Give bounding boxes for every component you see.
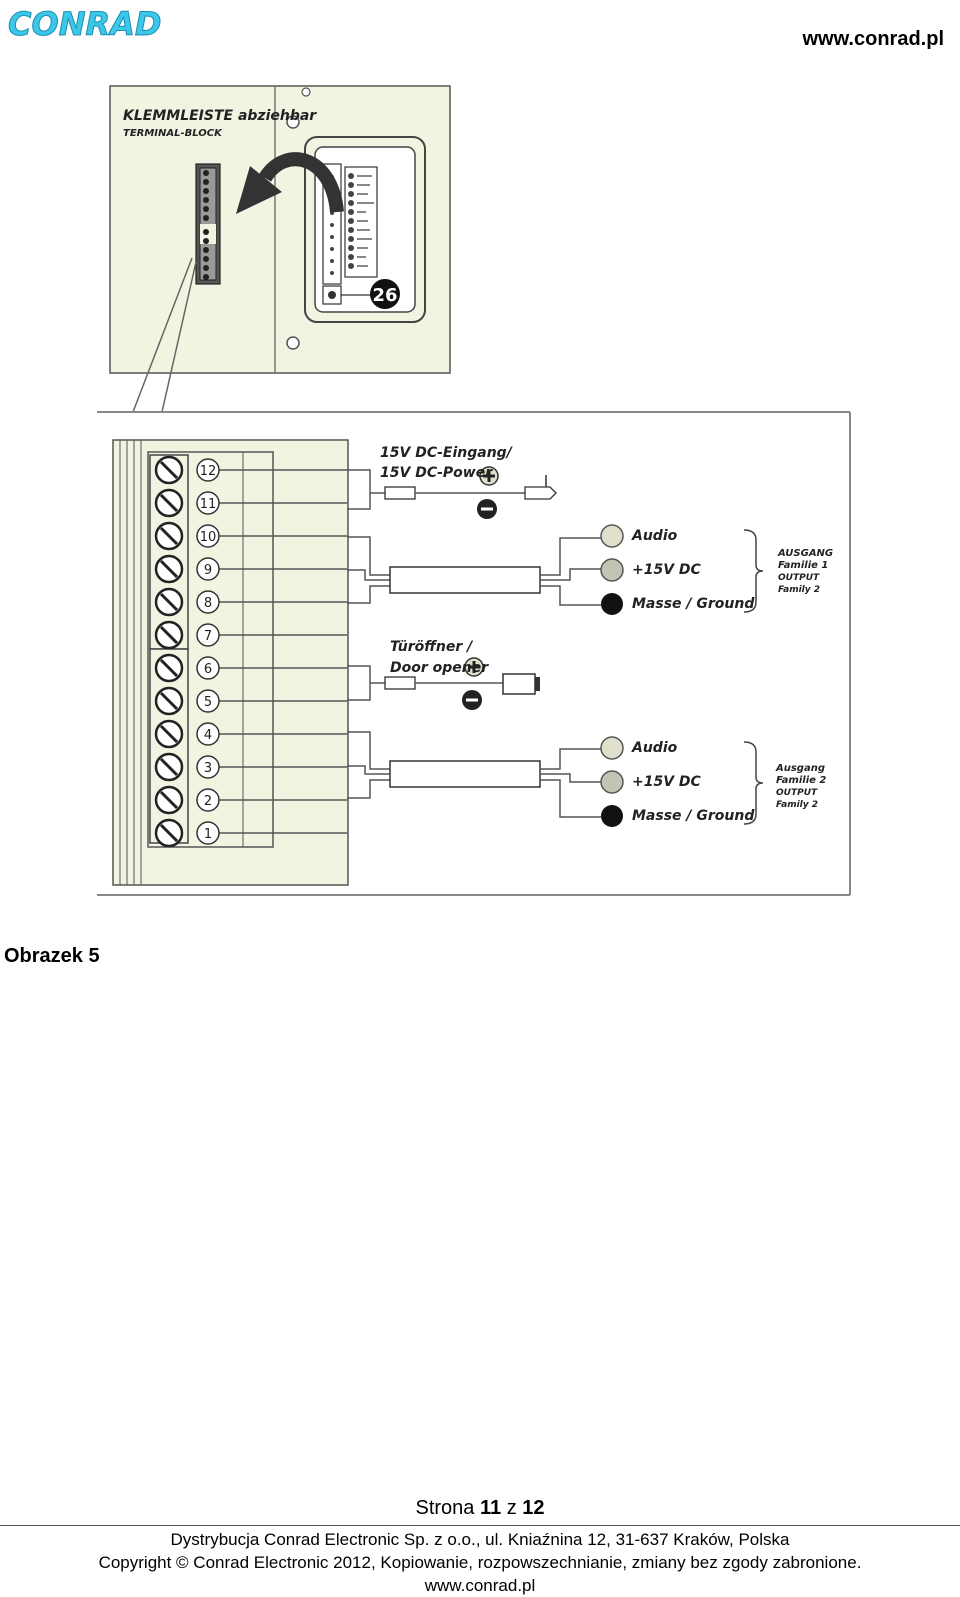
svg-text:6: 6 — [204, 662, 212, 677]
terminal-screw — [154, 818, 184, 848]
pin-label-7: 7 — [196, 623, 220, 647]
pin-label-8: 8 — [196, 590, 220, 614]
svg-text:8: 8 — [204, 596, 212, 611]
figure-caption: Obrazek 5 — [4, 945, 100, 967]
svg-text:3: 3 — [204, 761, 212, 776]
svg-text:12: 12 — [200, 464, 217, 479]
pin-label-2: 2 — [196, 788, 220, 812]
svg-text:Familie 2: Familie 2 — [776, 775, 826, 786]
wiring-diagram: 26 KLEMMLEISTE abziehbar TERMINAL-BLOCK — [97, 85, 851, 896]
conrad-logo: CONRAD — [8, 5, 162, 43]
pin-label-4: 4 — [196, 722, 220, 746]
svg-text:15V DC-Power: 15V DC-Power — [380, 465, 493, 481]
small-terminal-block — [195, 163, 221, 285]
svg-text:Audio: Audio — [631, 740, 678, 756]
svg-text:OUTPUT: OUTPUT — [778, 573, 820, 583]
pin-label-12: 12 — [196, 458, 220, 482]
terminal-screw — [154, 488, 184, 518]
output-family-2: Audio +15V DC Masse / Ground Ausgang Fam… — [347, 731, 826, 827]
svg-text:Door opener: Door opener — [390, 660, 489, 676]
svg-text:4: 4 — [204, 728, 212, 743]
svg-text:10: 10 — [200, 530, 217, 545]
terminal-screw — [154, 554, 184, 584]
terminal-wires — [219, 469, 347, 834]
terminal-screw — [154, 620, 184, 650]
svg-text:OUTPUT: OUTPUT — [776, 788, 818, 798]
svg-text:Familie 1: Familie 1 — [778, 560, 828, 571]
output-family-1: Audio +15V DC Masse / Ground AUSGANG Fam… — [347, 524, 833, 615]
move-arrow — [236, 152, 344, 214]
svg-text:Ausgang: Ausgang — [775, 763, 825, 774]
svg-text:Masse / Ground: Masse / Ground — [632, 808, 755, 824]
pin-labels: 12 11 10 9 8 7 6 5 4 3 2 1 — [196, 458, 220, 845]
pin-label-9: 9 — [196, 557, 220, 581]
svg-text:Audio: Audio — [631, 528, 678, 544]
svg-text:1: 1 — [204, 827, 212, 842]
svg-text:AUSGANG: AUSGANG — [777, 548, 833, 559]
footer-divider — [0, 1525, 960, 1526]
door-opener: Türöffner / Door opener — [347, 639, 540, 710]
pin-label-10: 10 — [196, 524, 220, 548]
terminal-screw — [154, 455, 184, 485]
svg-text:2: 2 — [204, 794, 212, 809]
pin-label-3: 3 — [196, 755, 220, 779]
svg-text:+15V DC: +15V DC — [632, 774, 702, 790]
device-panel: 26 KLEMMLEISTE abziehbar TERMINAL-BLOCK — [109, 85, 451, 374]
svg-text:CONRAD: CONRAD — [8, 5, 161, 42]
pin-label-6: 6 — [196, 656, 220, 680]
terminal-screw — [154, 719, 184, 749]
pin-label-5: 5 — [196, 689, 220, 713]
footer-site[interactable]: www.conrad.pl — [424, 1576, 536, 1595]
svg-text:9: 9 — [204, 563, 212, 578]
svg-text:Family 2: Family 2 — [778, 585, 820, 595]
svg-text:Masse / Ground: Masse / Ground — [632, 596, 755, 612]
footer-address: Dystrybucja Conrad Electronic Sp. z o.o.… — [170, 1530, 790, 1549]
svg-text:5: 5 — [204, 695, 212, 710]
svg-text:Türöffner /: Türöffner / — [390, 639, 474, 655]
terminal-screw — [154, 686, 184, 716]
terminal-screw — [154, 653, 184, 683]
terminal-title-de: KLEMMLEISTE abziehbar — [123, 108, 317, 124]
svg-text:+15V DC: +15V DC — [632, 562, 702, 578]
site-url[interactable]: www.conrad.pl — [802, 28, 945, 50]
pin-label-11: 11 — [196, 491, 220, 515]
svg-text:7: 7 — [204, 629, 212, 644]
terminal-screw — [154, 587, 184, 617]
page-number: Strona 11 z 12 — [415, 1497, 545, 1519]
terminal-screw — [154, 521, 184, 551]
power-input: 15V DC-Eingang/ 15V DC-Power — [347, 445, 557, 519]
terminal-title-en: TERMINAL-BLOCK — [123, 128, 223, 139]
svg-text:15V DC-Eingang/: 15V DC-Eingang/ — [380, 445, 514, 461]
footer-copyright: Copyright © Conrad Electronic 2012, Kopi… — [98, 1553, 862, 1572]
svg-text:26: 26 — [372, 285, 397, 306]
terminal-screw — [154, 752, 184, 782]
terminal-screws — [154, 455, 184, 848]
terminal-screw — [154, 785, 184, 815]
svg-text:Family 2: Family 2 — [776, 800, 818, 810]
pin-label-1: 1 — [196, 821, 220, 845]
badge-26: 26 — [370, 279, 400, 309]
svg-text:11: 11 — [200, 497, 217, 512]
